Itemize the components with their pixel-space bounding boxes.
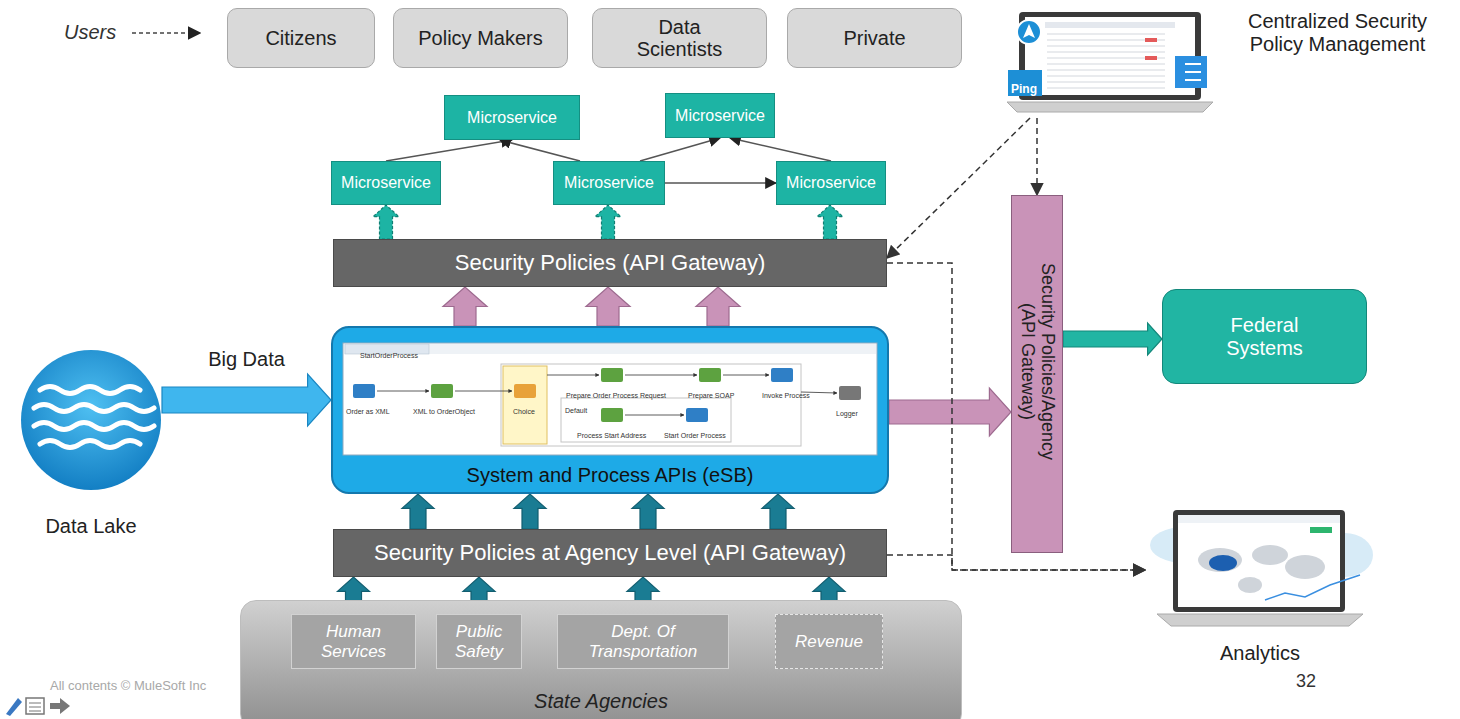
users-label: Users <box>64 21 116 43</box>
node-text: Policy Makers <box>418 27 542 49</box>
microservice-box: Microservice <box>776 161 886 205</box>
agency-group: State Agencies Human Services Public Safet… <box>240 600 962 719</box>
gateway-band: Security Policies (API Gateway) <box>333 239 887 287</box>
node-text: Security Policies (API Gateway) <box>455 250 766 276</box>
block-arrow <box>632 494 664 529</box>
block-arrow <box>817 205 843 239</box>
edge-label-holder: Big Data <box>206 348 287 371</box>
dashed-connector <box>887 555 1145 570</box>
edge-label: Big Data <box>206 348 287 370</box>
agency-box: Human Services <box>291 614 416 669</box>
node-text: Data Scientists <box>620 16 740 60</box>
node-text: Security Policies/Agency (API Gateway) <box>1017 254 1057 469</box>
block-arrow <box>762 494 794 529</box>
microservice-box: Microservice <box>331 161 441 205</box>
node-text: Federal Systems <box>1215 314 1315 360</box>
block-arrow <box>889 388 1011 436</box>
connector-line <box>640 138 720 161</box>
node-text: Microservice <box>467 109 557 127</box>
esb-box: System and Process APIs (eSB) <box>331 326 889 494</box>
node-text: Microservice <box>341 174 431 192</box>
data-lake: Data Lake <box>20 348 162 538</box>
agency-gateway-band: Security Policies/Agency (API Gateway) <box>1011 195 1063 553</box>
gateway-band: Security Policies at Agency Level (API G… <box>333 529 887 577</box>
agency-box: Public Safety <box>436 614 522 669</box>
node-text: Microservice <box>675 107 765 125</box>
node-text: State Agencies <box>534 690 668 713</box>
block-arrow <box>443 287 487 326</box>
analytics-console: Analytics <box>1145 505 1375 665</box>
dashed-connector <box>1036 118 1038 195</box>
page-number-holder: 32 <box>1296 672 1316 692</box>
microservice-box: Microservice <box>444 95 580 140</box>
block-arrow <box>595 205 621 239</box>
users-arrow <box>132 32 200 34</box>
user-box: Policy Makers <box>393 8 568 68</box>
user-box: Private <box>787 8 962 68</box>
microservice-box: Microservice <box>553 161 665 205</box>
dashed-connector <box>887 118 1030 258</box>
block-arrow <box>162 374 331 426</box>
connector-line <box>500 140 580 161</box>
connector-line <box>386 140 512 161</box>
block-arrow <box>696 287 740 326</box>
laptopA-illustration <box>1145 505 1375 633</box>
node-text: System and Process APIs (eSB) <box>467 464 754 487</box>
microservice-box: Microservice <box>665 93 775 138</box>
node-text: Microservice <box>786 174 876 192</box>
agency-box: Revenue <box>775 614 883 669</box>
copyright-note-holder: All contents © MuleSoft Inc <box>50 676 206 694</box>
node-text: Human Services <box>304 622 404 661</box>
policy-console: Centralized Security Policy Management <box>1005 8 1450 118</box>
node-text: Citizens <box>265 27 336 49</box>
users-label-holder: Users <box>64 21 116 43</box>
node-text: Dept. Of Transportation <box>573 622 713 661</box>
page-number: 32 <box>1296 671 1316 691</box>
copyright-note: All contents © MuleSoft Inc <box>50 678 206 693</box>
connector-line <box>730 138 831 161</box>
toolbar-icons <box>6 698 70 716</box>
laptopC-illustration <box>1005 8 1220 118</box>
node-text: Analytics <box>1220 642 1300 665</box>
federal-box: Federal Systems <box>1162 289 1367 384</box>
block-arrow <box>586 287 630 326</box>
lake-illustration <box>20 348 162 493</box>
user-box: Citizens <box>227 8 375 68</box>
node-text: Microservice <box>564 174 654 192</box>
node-text: Public Safety <box>444 622 514 661</box>
node-text: Security Policies at Agency Level (API G… <box>374 540 846 566</box>
user-box: Data Scientists <box>592 8 767 68</box>
block-arrow <box>373 205 399 239</box>
block-arrow <box>514 494 546 529</box>
node-text: Centralized Security Policy Management <box>1225 10 1450 56</box>
block-arrow <box>1063 323 1162 355</box>
connector-line <box>665 182 776 184</box>
node-text: Private <box>843 27 905 49</box>
node-text: Data Lake <box>45 515 136 538</box>
block-arrow <box>402 494 434 529</box>
agency-box: Dept. Of Transportation <box>557 614 729 669</box>
node-text: Revenue <box>795 632 863 652</box>
